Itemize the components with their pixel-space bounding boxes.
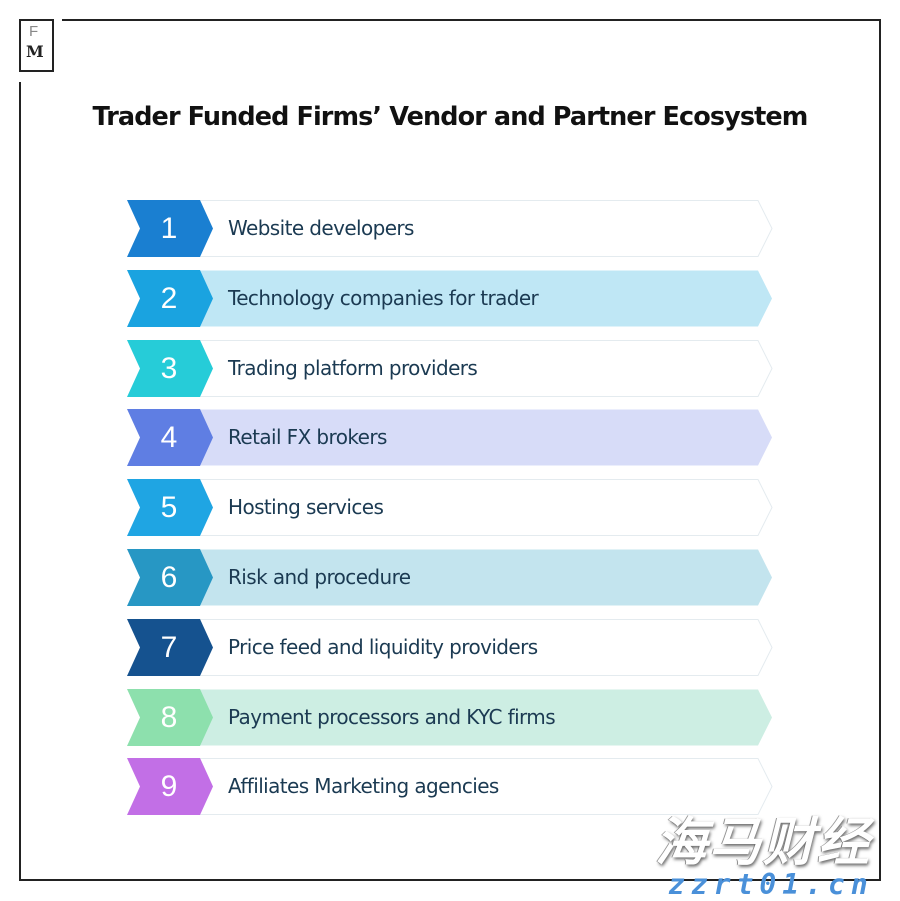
item-number: 7	[160, 630, 178, 664]
item-number: 3	[160, 351, 178, 385]
frame-left-border	[19, 82, 21, 881]
watermark-text: 海马财经	[655, 813, 872, 873]
item-label: Affiliates Marketing agencies	[228, 774, 499, 799]
item-label: Website developers	[228, 216, 414, 240]
item-label: Hosting services	[228, 495, 384, 520]
list-item: 2 Technology companies for trader	[127, 269, 777, 327]
frame-bottom-border	[19, 879, 881, 881]
number-badge: 1	[127, 200, 213, 257]
number-badge: 8	[127, 688, 213, 746]
number-badge: 3	[127, 339, 213, 397]
frame-top-border	[62, 19, 881, 21]
number-badge: 4	[127, 409, 213, 467]
logo-letter-m: M	[26, 42, 44, 61]
item-number: 6	[160, 561, 178, 594]
item-number: 8	[160, 700, 178, 734]
list-item: 8 Payment processors and KYC firms	[127, 688, 777, 746]
item-label: Trading platform providers	[228, 355, 478, 380]
fm-logo: F M	[19, 19, 54, 72]
frame-right-border	[879, 19, 881, 881]
item-number: 1	[160, 212, 178, 245]
number-badge: 5	[127, 479, 213, 537]
item-label: Risk and procedure	[228, 565, 411, 589]
item-bar	[187, 549, 773, 606]
number-badge: 9	[127, 758, 213, 816]
number-badge: 2	[127, 269, 213, 327]
item-bar	[187, 689, 773, 746]
list-item: 5 Hosting services	[127, 479, 777, 537]
item-label: Payment processors and KYC firms	[228, 704, 556, 729]
number-badge: 7	[127, 618, 213, 676]
list-item: 6 Risk and procedure	[127, 549, 777, 606]
item-bar	[187, 409, 773, 466]
item-number: 5	[160, 491, 178, 525]
item-label: Price feed and liquidity providers	[228, 634, 538, 659]
page-title: Trader Funded Firms’ Vendor and Partner …	[92, 102, 809, 132]
item-number: 9	[160, 770, 178, 804]
list-item: 4 Retail FX brokers	[127, 409, 777, 467]
item-number: 2	[160, 281, 178, 315]
list-item: 9 Affiliates Marketing agencies	[127, 758, 777, 816]
item-number: 4	[160, 421, 178, 455]
number-badge: 6	[127, 549, 213, 606]
watermark-url: zzrt01.cn	[668, 868, 874, 901]
item-label: Technology companies for trader	[228, 285, 539, 310]
list-item: 7 Price feed and liquidity providers	[127, 618, 777, 676]
item-bar	[187, 270, 773, 327]
list-item: 3 Trading platform providers	[127, 339, 777, 397]
item-label: Retail FX brokers	[228, 425, 387, 450]
logo-letter-f: F	[29, 23, 39, 40]
list-item: 1 Website developers	[127, 200, 777, 257]
